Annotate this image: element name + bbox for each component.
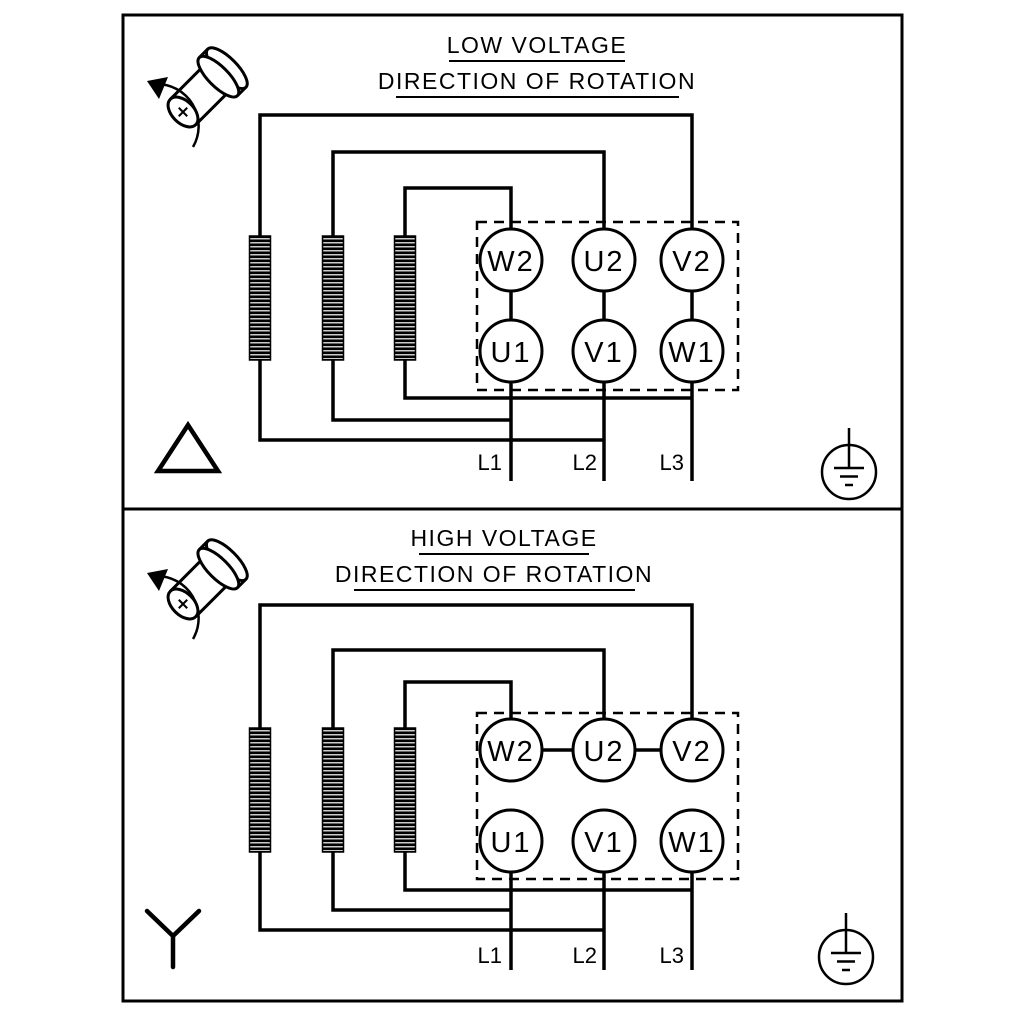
terminal-label: U2	[583, 736, 624, 768]
terminal-board-outline	[475, 711, 740, 881]
terminal-v1: V1	[571, 318, 637, 384]
terminal-circle	[571, 717, 637, 783]
supply-leads: L1 L2 L3	[478, 382, 694, 481]
wire-coil3-to-w2	[403, 186, 513, 236]
winding-coil-1	[248, 235, 272, 361]
terminal-circle	[478, 808, 544, 874]
wire-coil3-to-w2	[403, 680, 513, 728]
terminal-w1: W1	[659, 318, 725, 384]
terminal-u1: U1	[478, 318, 544, 384]
wire-coil2-to-u1	[331, 360, 511, 422]
supply-leads: L1 L2 L3	[478, 872, 694, 970]
winding-coil-2	[321, 235, 345, 361]
terminal-label: U1	[490, 337, 531, 369]
terminal-u2: U2	[571, 717, 637, 783]
terminal-label: V2	[672, 246, 711, 278]
terminal-label: U1	[490, 827, 531, 859]
wire-coil1-to-v1	[258, 360, 604, 442]
terminal-label: U2	[583, 246, 624, 278]
winding-coil-2	[321, 727, 345, 853]
panel-subtitle: DIRECTION OF ROTATION	[378, 68, 696, 94]
terminal-circle	[659, 227, 725, 293]
terminal-circle	[478, 227, 544, 293]
winding-wires-top	[258, 113, 694, 236]
motor-windings	[248, 727, 417, 853]
terminal-label: V2	[672, 736, 711, 768]
wire-coil2-to-u1	[331, 852, 511, 912]
winding-wires-top	[258, 603, 694, 728]
terminal-v2: V2	[659, 717, 725, 783]
terminal-board-outline	[475, 220, 740, 392]
terminal-v2: V2	[659, 227, 725, 293]
rotation-shaft-icon	[145, 40, 255, 149]
panel-border	[121, 507, 904, 1003]
terminal-v1: V1	[571, 808, 637, 874]
star-connection-icon	[144, 908, 202, 970]
wire-coil3-to-w1	[403, 852, 692, 892]
lead-label-l2: L2	[573, 450, 597, 475]
terminal-circle	[659, 717, 725, 783]
wire-coil1-to-v2	[258, 113, 694, 236]
earth-ground-icon	[820, 426, 878, 501]
panel-low-voltage: LOW VOLTAGE DIRECTION OF ROTATION L1 L2	[121, 13, 904, 511]
terminal-u2: U2	[571, 227, 637, 293]
lead-label-l1: L1	[478, 450, 502, 475]
winding-coil-3	[393, 235, 417, 361]
panel-title: HIGH VOLTAGE	[410, 525, 597, 551]
motor-windings	[248, 235, 417, 361]
panel-high-voltage: HIGH VOLTAGE DIRECTION OF ROTATION L1 L2	[121, 507, 904, 1003]
terminal-label: V1	[584, 337, 623, 369]
wire-coil2-to-u2	[331, 150, 606, 236]
terminal-circle	[571, 227, 637, 293]
wire-coil1-to-v2	[258, 603, 694, 728]
terminal-label: W2	[487, 246, 535, 278]
wire-coil3-to-w1	[403, 360, 692, 400]
terminal-circle	[571, 808, 637, 874]
winding-coil-3	[393, 727, 417, 853]
winding-wires-bottom	[258, 852, 692, 932]
terminal-circle	[478, 717, 544, 783]
rotation-shaft-icon	[145, 532, 255, 641]
lead-label-l3: L3	[660, 450, 684, 475]
winding-wires-bottom	[258, 360, 692, 442]
lead-label-l1: L1	[478, 943, 502, 968]
winding-coil-1	[248, 727, 272, 853]
terminal-circle	[659, 318, 725, 384]
wire-coil1-to-v1	[258, 852, 604, 932]
delta-connection-icon	[153, 420, 223, 474]
terminal-label: W1	[668, 337, 716, 369]
terminal-w2: W2	[478, 227, 544, 293]
terminal-label: V1	[584, 827, 623, 859]
lead-label-l2: L2	[573, 943, 597, 968]
wire-coil2-to-u2	[331, 648, 606, 728]
panel-subtitle: DIRECTION OF ROTATION	[335, 561, 653, 587]
earth-ground-icon	[817, 911, 875, 986]
terminal-w1: W1	[659, 808, 725, 874]
panel-title: LOW VOLTAGE	[447, 32, 628, 58]
terminal-circle	[478, 318, 544, 384]
delta-jumpers	[509, 291, 694, 320]
terminal-label: W2	[487, 736, 535, 768]
terminal-w2: W2	[478, 717, 544, 783]
terminal-u1: U1	[478, 808, 544, 874]
lead-label-l3: L3	[660, 943, 684, 968]
terminal-circle	[659, 808, 725, 874]
terminal-label: W1	[668, 827, 716, 859]
terminal-circle	[571, 318, 637, 384]
